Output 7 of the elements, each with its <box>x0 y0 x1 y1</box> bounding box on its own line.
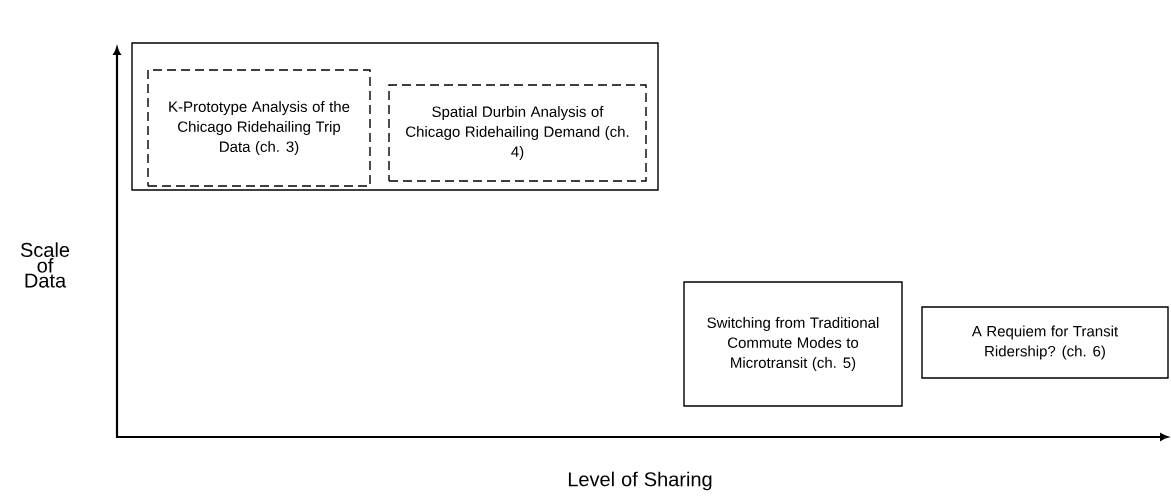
chapter-box: K-Prototype Analysis of the Chicago Ridehailing Trip Data (ch. 3) <box>147 69 371 187</box>
axis-label: Level of Sharing <box>568 471 712 491</box>
chapter-box: Spatial Durbin Analysis of Chicago Ridehailing Demand (ch. 4) <box>388 84 647 182</box>
chapter-box: A Requiem for Transit Ridership? (ch. 6) <box>921 306 1169 379</box>
chapter-box: Switching from Traditional Commute Modes to Microtransit (ch. 5) <box>683 281 903 407</box>
group-box <box>131 42 659 191</box>
axis-label: Scale of Data <box>20 242 70 288</box>
